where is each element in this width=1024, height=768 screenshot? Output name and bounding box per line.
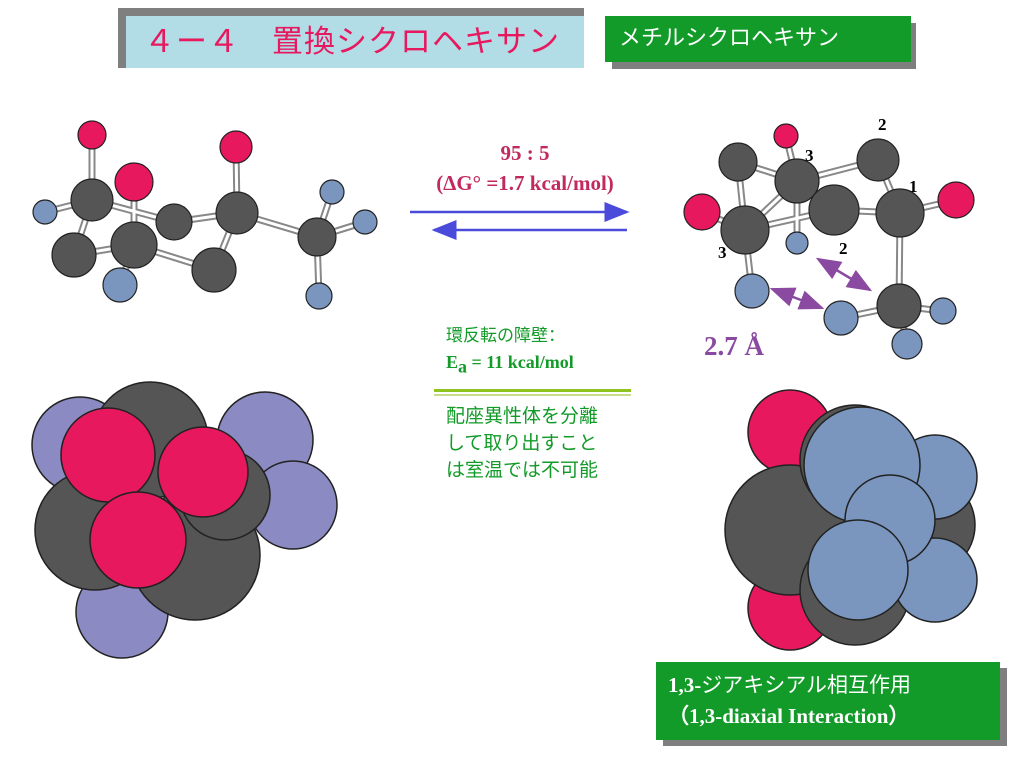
subtitle-label: メチルシクロヘキサン xyxy=(605,16,911,62)
interaction-arrow-upper xyxy=(815,257,873,292)
ea-subscript: a xyxy=(458,356,468,377)
atom-label-3-top: 3 xyxy=(805,146,814,165)
distance-label: 2.7 Å xyxy=(704,331,764,361)
ea-symbol: E xyxy=(446,352,459,372)
isolation-line-2: して取り出すこと xyxy=(446,432,598,454)
equilibrium-ratio: 95 : 5 xyxy=(500,141,550,165)
atom-label-2-top: 2 xyxy=(878,115,887,134)
ea-value: = 11 kcal/mol xyxy=(467,352,574,372)
ring-flip-barrier: 環反転の障壁： Ea = 11 kcal/mol xyxy=(446,323,574,379)
right-ball-stick-model xyxy=(683,123,975,360)
barrier-label: 環反転の障壁： xyxy=(446,326,565,346)
equilibrium-text: 95 : 5 (ΔG° =1.7 kcal/mol) xyxy=(405,138,645,198)
left-space-filling-model xyxy=(31,381,338,659)
isolation-line-1: 配座異性体を分離 xyxy=(446,405,599,427)
free-energy-label: (ΔG° =1.7 kcal/mol) xyxy=(436,171,614,195)
interaction-title-jp: 1,3-ジアキシアル相互作用 xyxy=(668,670,1000,701)
interaction-prefix: 1,3- xyxy=(668,673,702,697)
interaction-jp: ジアキシアル相互作用 xyxy=(701,673,912,697)
left-ball-stick-model xyxy=(32,120,378,310)
isolation-line-3: は室温では不可能 xyxy=(446,459,599,481)
interaction-box: 1,3-ジアキシアル相互作用 （1,3-diaxial Interaction） xyxy=(656,662,1000,740)
atom-label-2-mid: 2 xyxy=(839,239,848,258)
activation-energy: Ea = 11 kcal/mol xyxy=(446,349,574,379)
interaction-title-en: （1,3-diaxial Interaction） xyxy=(668,704,910,728)
atom-label-3-left: 3 xyxy=(718,243,727,262)
divider-line-light xyxy=(434,394,631,396)
isolation-note: 配座異性体を分離 して取り出すこと は室温では不可能 xyxy=(446,403,598,484)
atom-label-1: 1 xyxy=(909,177,918,196)
page-title: ４ー４ 置換シクロヘキサン xyxy=(126,16,584,68)
divider-line xyxy=(434,389,631,392)
interaction-arrow-lower xyxy=(769,287,825,310)
right-space-filling-model xyxy=(724,389,978,651)
